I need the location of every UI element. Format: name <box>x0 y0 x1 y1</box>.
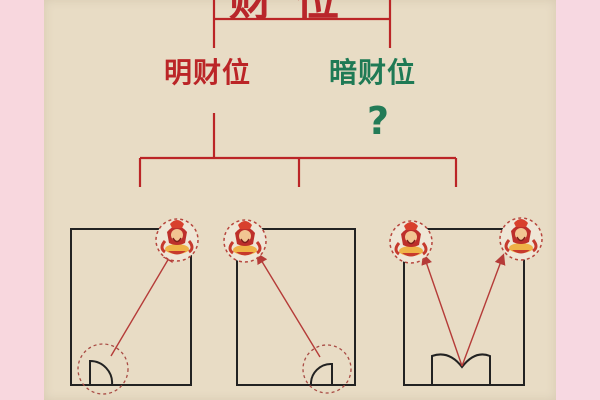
paper-background <box>44 0 556 400</box>
middle-door-circle <box>302 344 352 394</box>
right-arrow-left <box>421 253 463 367</box>
middle-room <box>236 228 356 386</box>
left-room <box>70 228 192 386</box>
middle-door <box>309 362 333 386</box>
right-door <box>431 353 491 385</box>
wealth-god-icon <box>222 218 268 264</box>
hidden-wealth-label: 暗财位 <box>329 56 417 89</box>
left-door-circle <box>77 343 129 395</box>
wealth-god-icon <box>498 216 544 262</box>
right-arrow-right <box>461 253 506 367</box>
wealth-god-icon <box>388 219 434 265</box>
middle-arrow <box>256 252 321 358</box>
left-door <box>89 359 114 386</box>
question-mark: ? <box>367 99 390 143</box>
wealth-god-icon <box>154 217 200 263</box>
right-room <box>403 228 525 386</box>
right-border <box>556 0 600 400</box>
page-title: 财位 <box>229 0 389 20</box>
visible-wealth-label: 明财位 <box>164 56 252 89</box>
left-border <box>0 0 44 400</box>
left-arrow <box>110 250 174 357</box>
